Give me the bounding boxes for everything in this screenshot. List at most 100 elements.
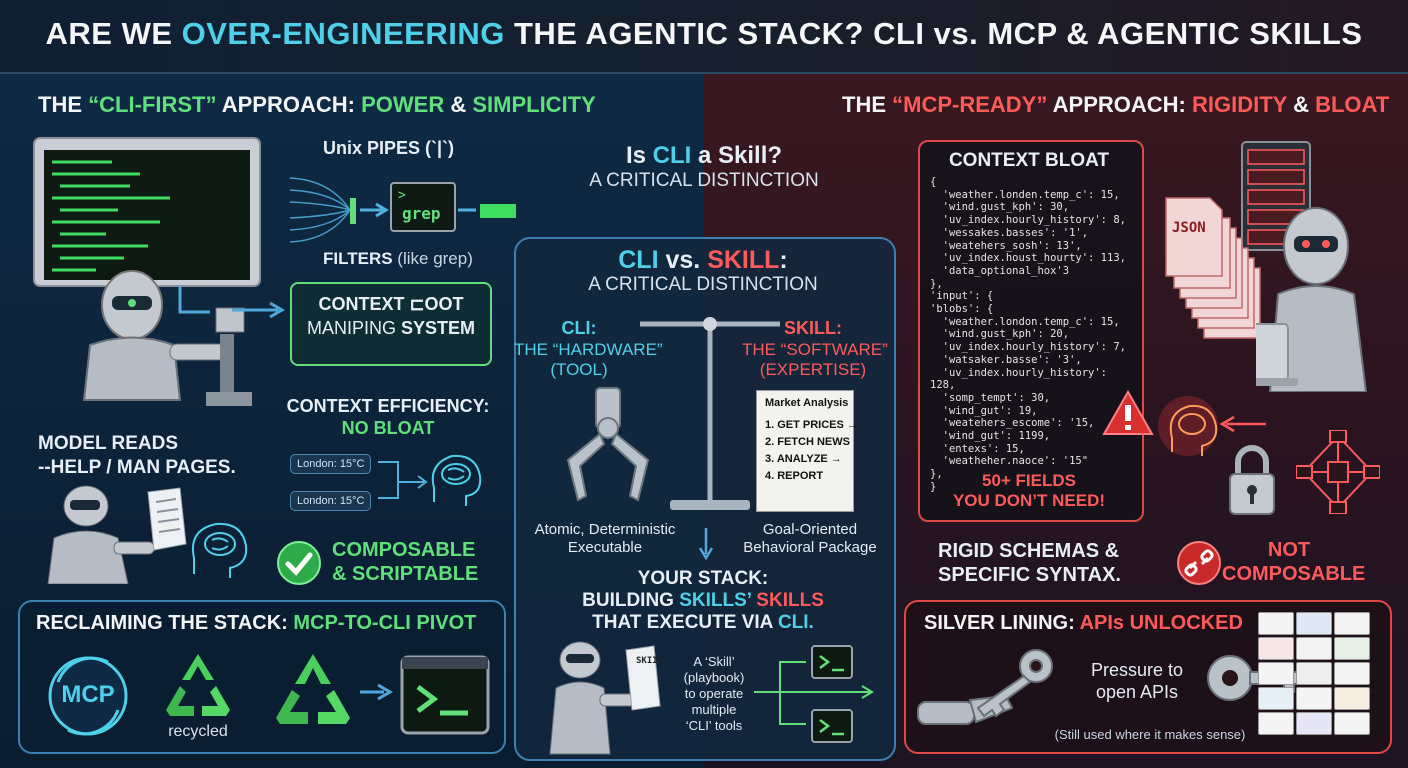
question-pre: Is xyxy=(625,142,653,169)
json-code-line: 'wind.gust_kph': 20, xyxy=(930,328,1070,341)
playbook-to-terminals xyxy=(754,645,874,743)
pressure-line1: Pressure to xyxy=(1090,660,1184,680)
json-code-line: 'uv_index.hourly_history': 8, xyxy=(930,214,1126,227)
terminal-icon xyxy=(400,655,490,735)
robot-reading-illustration xyxy=(47,485,248,584)
playbook-paper-label: SKIII xyxy=(636,656,664,666)
stack-line3-cli: CLI. xyxy=(777,612,814,633)
api-logo-tile xyxy=(1296,687,1332,710)
efficiency-line1: CONTEXT EFFICIENCY: xyxy=(286,396,490,416)
arrow-to-context xyxy=(232,301,285,319)
robot-laptop-illustration xyxy=(1256,207,1368,392)
robot-hand-key-illustration xyxy=(917,649,1053,725)
json-code-line: 'weatehers_escome': '15, xyxy=(930,417,1095,430)
robot-icon xyxy=(549,641,637,755)
brain-icon xyxy=(431,454,482,506)
json-label: JSON xyxy=(1172,220,1206,236)
composable-line2: & SCRIPTABLE xyxy=(332,563,479,585)
arrow-down-icon xyxy=(698,528,714,561)
robot-icon xyxy=(82,270,252,406)
bloat-title: CONTEXT BLOAT xyxy=(948,150,1110,171)
rigid-line2: SPECIFIC SYNTAX. xyxy=(938,564,1121,586)
left-header: THE “CLI-FIRST” APPROACH: POWER & SIMPLI… xyxy=(38,92,596,118)
title-bar xyxy=(0,0,1408,74)
api-logo-tile xyxy=(1334,687,1370,710)
cli-vs-skill-title: CLI vs. SKILL: xyxy=(514,246,892,275)
cli-robot-illustration xyxy=(33,137,261,406)
cli-hardware: THE “HARDWARE” xyxy=(514,340,663,359)
robot-icon xyxy=(47,485,155,584)
cli-label: CLI: xyxy=(561,318,597,338)
stack-line1: YOUR STACK: xyxy=(637,568,769,589)
recipe-steps: 1. GET PRICES → 2. FETCH NEWS 3. ANALYZE… xyxy=(765,417,858,485)
json-code-line: 'wind.gust_kph': 30, xyxy=(930,201,1070,214)
question-post: a Skill? xyxy=(691,142,783,169)
filters-bold: FILTERS xyxy=(323,249,393,268)
right-header-pre: THE xyxy=(842,92,893,117)
reclaim-header: RECLAIMING THE STACK: MCP-TO-CLI PIVOT xyxy=(36,612,476,635)
question-subtitle: A CRITICAL DISTINCTION xyxy=(589,170,819,191)
monitor-icon xyxy=(33,137,261,287)
title-part2: THE AGENTIC STACK? CLI vs. MCP & AGENTIC… xyxy=(504,16,1363,51)
terminal-icon xyxy=(811,645,853,679)
right-header: THE “MCP-READY” APPROACH: RIGIDITY & BLO… xyxy=(842,92,1389,118)
json-code-line: 'input': { xyxy=(930,290,994,303)
recipe-title: Market Analysis xyxy=(765,397,849,409)
grep-prompt: > xyxy=(398,188,406,203)
page-title: ARE WE OVER-ENGINEERING THE AGENTIC STAC… xyxy=(0,16,1408,52)
api-logo-tile xyxy=(1334,662,1370,685)
broken-link-icon xyxy=(1177,541,1221,585)
playbook-line4: multiple xyxy=(691,702,737,717)
context-box-line2a: MANIPING xyxy=(306,318,401,338)
bloat-footer1: 50+ FIELDS xyxy=(981,471,1076,490)
json-code-line: 'uv_index.hourly_history': 7, xyxy=(930,341,1126,354)
json-code-line: 'weatheher.naoce': '15" xyxy=(930,455,1089,468)
json-code-line: 'weatehers_sosh': 13', xyxy=(930,239,1082,252)
market-analysis-doc: Market Analysis 1. GET PRICES → 2. FETCH… xyxy=(756,390,858,512)
left-header-simplicity: SIMPLICITY xyxy=(472,92,596,117)
mcp-label: MCP xyxy=(61,681,115,708)
context-box-line2: MANIPING SYSTEM xyxy=(292,318,490,339)
context-bloat-box xyxy=(918,140,1144,522)
robotic-claw-icon xyxy=(566,387,650,502)
api-logo-tile xyxy=(1258,637,1294,660)
api-logo-tile xyxy=(1296,712,1332,735)
silver-header-pre: SILVER LINING: xyxy=(924,612,1080,634)
right-header-bloat: BLOAT xyxy=(1315,92,1390,117)
left-header-power: POWER xyxy=(361,92,445,117)
efficiency-line2: NO BLOAT xyxy=(341,418,435,438)
json-code-line: 'uv_index.houst_hourty': 113, xyxy=(930,252,1126,265)
balance-scale-icon xyxy=(566,317,780,510)
london-chip: London: 15°C xyxy=(290,491,372,511)
api-logo-tile xyxy=(1334,712,1370,735)
cli-desc-line1: Atomic, Deterministic xyxy=(534,521,676,538)
check-icon xyxy=(277,541,321,585)
api-logo-tile xyxy=(1296,662,1332,685)
silver-header: SILVER LINING: APIs UNLOCKED xyxy=(924,612,1243,635)
pipes-label: Unix PIPES (`|`) xyxy=(323,138,455,158)
json-code-line: { xyxy=(930,176,937,188)
json-code-line: 'wind_gut': 19, xyxy=(930,404,1038,417)
model-reads-line1: MODEL READS xyxy=(38,433,179,454)
api-logo-tile xyxy=(1296,612,1332,635)
json-code-line: 'wessakes.basses': '1', xyxy=(930,226,1089,239)
not-composable-line2: COMPOSABLE xyxy=(1222,563,1366,585)
json-code-line: 'entexs': 15, xyxy=(930,442,1025,455)
left-header-pre: THE xyxy=(38,92,89,117)
skill-desc-line1: Goal-Oriented xyxy=(762,521,858,538)
json-code-line: }, xyxy=(930,277,943,290)
api-logo-tile xyxy=(1258,662,1294,685)
json-code-line: 'wind_gut': 1199, xyxy=(930,430,1051,443)
recycle-icon xyxy=(276,654,350,724)
recipe-step: 2. FETCH NEWS xyxy=(765,436,850,448)
json-code-line: 'watsaker.basse': '3', xyxy=(930,353,1082,366)
right-header-amp: & xyxy=(1286,92,1316,117)
pipe-flow-diagram xyxy=(290,177,516,243)
model-reads-line2: --HELP / MAN PAGES. xyxy=(38,457,236,478)
json-code-line: 'data_optional_hox'3 xyxy=(930,264,1070,277)
stack-line3: THAT EXECUTE VIA CLI. xyxy=(514,612,892,634)
grep-command: grep xyxy=(402,204,441,223)
recycle-icon xyxy=(166,654,230,716)
api-logo-tile xyxy=(1296,637,1332,660)
grep-terminal: > grep xyxy=(390,182,456,232)
